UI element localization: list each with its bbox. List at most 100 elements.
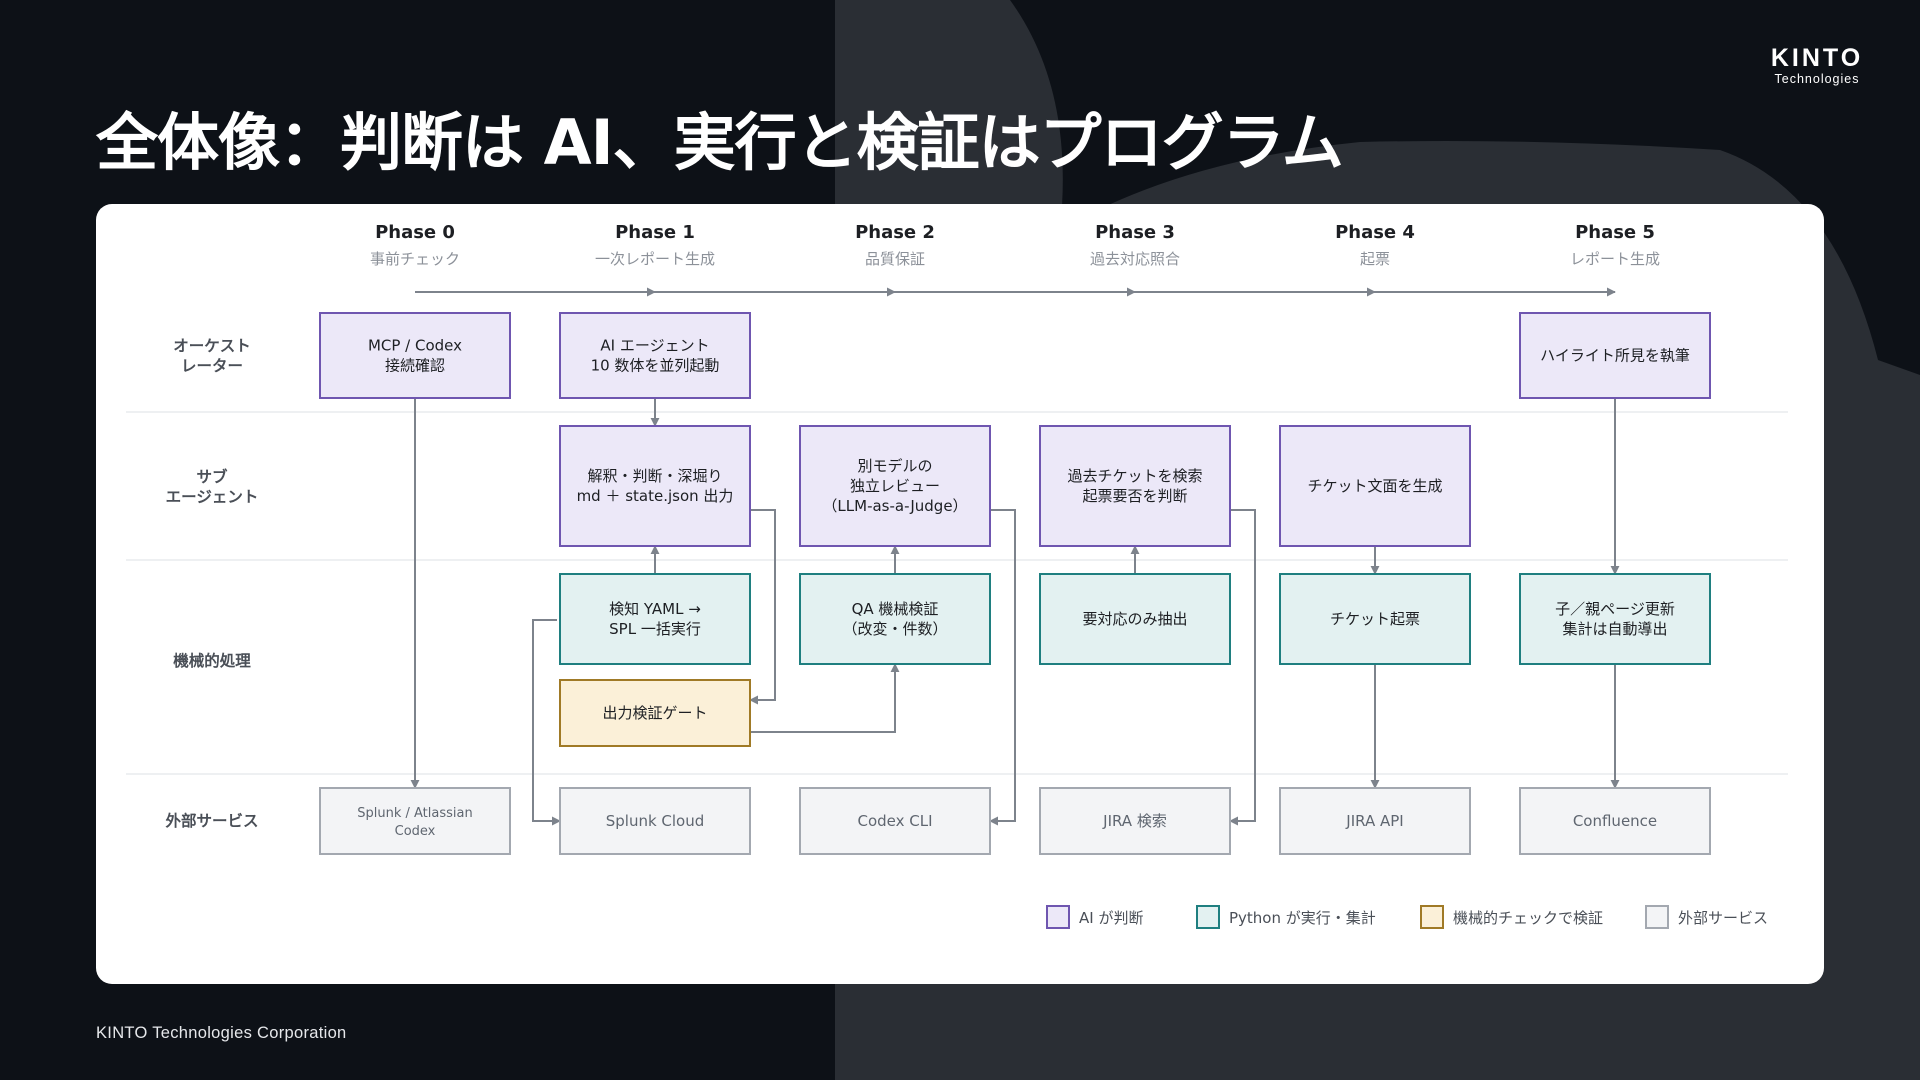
box-rect: [799, 573, 991, 665]
box-label: JIRA API: [1345, 812, 1403, 830]
box-label: MCP / Codex: [368, 337, 462, 355]
box-p4-ticket-create: チケット起票: [1279, 573, 1471, 665]
box-label: 接続確認: [385, 357, 445, 375]
box-ext-confluence: Confluence: [1519, 787, 1711, 855]
row-label-orchestrator: レーター: [181, 357, 243, 375]
page-title: 全体像：判断は AI、実行と検証はプログラム: [96, 106, 1344, 179]
box-rect: [559, 679, 751, 747]
box-rect: [799, 425, 991, 547]
box-rect: [1039, 787, 1231, 855]
box-label: 過去チケットを検索: [1067, 467, 1202, 485]
box-ext-splunk-cloud: Splunk Cloud: [559, 787, 751, 855]
box-label: Splunk / Atlassian: [357, 806, 472, 821]
box-p1-output-gate: 出力検証ゲート: [559, 679, 751, 747]
box-label: 集計は自動導出: [1562, 620, 1667, 638]
box-p1-ai-agent: AI エージェント 10 数体を並列起動: [559, 312, 751, 399]
legend-label: 機械的チェックで検証: [1453, 909, 1603, 927]
connector-arrow: [989, 509, 1016, 826]
row-label-external: 外部サービス: [165, 811, 258, 830]
box-rect: [559, 573, 751, 665]
legend-swatch: [1046, 905, 1070, 929]
phase-title: Phase 4: [1335, 222, 1415, 243]
connector-arrow: [532, 619, 561, 826]
box-label: Confluence: [1573, 812, 1657, 830]
box-label: Codex CLI: [857, 812, 932, 830]
row-label-subagent: サブ: [196, 467, 228, 486]
box-label: Codex: [395, 824, 436, 839]
box-rect: [1519, 787, 1711, 855]
phase-title: Phase 0: [375, 222, 455, 243]
phase-title: Phase 3: [1095, 222, 1175, 243]
box-rect: [799, 787, 991, 855]
legend-label: Python が実行・集計: [1229, 909, 1376, 927]
box-label: 出力検証ゲート: [602, 704, 707, 722]
box-rect: [1039, 425, 1231, 547]
box-rect: [559, 312, 751, 399]
box-label: 解釈・判断・深堀り: [587, 467, 722, 485]
phase-subtitle: 事前チェック: [370, 250, 460, 268]
box-label: SPL 一括実行: [609, 620, 701, 638]
logo-subtext: Technologies: [1774, 72, 1860, 86]
phase-subtitle: 起票: [1360, 250, 1390, 268]
connector-arrow: [750, 663, 900, 733]
box-ext-codex-cli: Codex CLI: [799, 787, 991, 855]
box-p0-mcp-check: MCP / Codex 接続確認: [319, 312, 511, 399]
legend-swatch: [1645, 905, 1669, 929]
box-p2-qa-check: QA 機械検証 （改変・件数）: [799, 573, 991, 665]
box-label: JIRA 検索: [1102, 812, 1167, 830]
legend-swatch: [1420, 905, 1444, 929]
box-label: 子／親ページ更新: [1555, 600, 1675, 618]
box-rect: [559, 425, 751, 547]
company-logo: KINTO Technologies: [1762, 44, 1872, 86]
box-p5-highlight: ハイライト所見を執筆: [1519, 312, 1711, 399]
box-label: 起票要否を判断: [1082, 487, 1187, 505]
box-rect: [1279, 425, 1471, 547]
box-label: QA 機械検証: [852, 600, 939, 618]
legend-item-external: 外部サービス: [1645, 905, 1768, 929]
box-rect: [1519, 573, 1711, 665]
legend-item-check: 機械的チェックで検証: [1420, 905, 1603, 929]
legend-swatch: [1196, 905, 1220, 929]
phase-title: Phase 2: [855, 222, 935, 243]
box-p3-extract: 要対応のみ抽出: [1039, 573, 1231, 665]
box-p1-spl-run: 検知 YAML → SPL 一括実行: [559, 573, 751, 665]
box-label: チケット起票: [1330, 610, 1420, 628]
logo-text: KINTO: [1770, 44, 1864, 72]
box-rect: [559, 787, 751, 855]
box-p4-ticket-text: チケット文面を生成: [1279, 425, 1471, 547]
box-label: 要対応のみ抽出: [1082, 610, 1187, 628]
box-label: Splunk Cloud: [606, 812, 705, 830]
box-label: 別モデルの: [857, 457, 932, 475]
box-ext-jira-search: JIRA 検索: [1039, 787, 1231, 855]
row-label-subagent: エージェント: [166, 488, 259, 506]
phase-subtitle: レポート生成: [1570, 250, 1660, 268]
legend-label: 外部サービス: [1678, 909, 1768, 927]
box-rect: [1279, 573, 1471, 665]
box-rect: [1279, 787, 1471, 855]
phase-subtitle: 品質保証: [865, 250, 925, 268]
box-rect: [319, 312, 511, 399]
phase-title: Phase 5: [1575, 222, 1655, 243]
box-label: チケット文面を生成: [1307, 477, 1442, 495]
box-rect: [1519, 312, 1711, 399]
phase-title: Phase 1: [615, 222, 695, 243]
footer-company: KINTO Technologies Corporation: [96, 1024, 347, 1042]
connector-arrow: [749, 509, 776, 705]
row-label-mechanical: 機械的処理: [173, 651, 251, 670]
connector-arrow: [1229, 509, 1256, 826]
legend-item-python: Python が実行・集計: [1196, 905, 1376, 929]
box-label: 独立レビュー: [850, 477, 940, 495]
box-label: AI エージェント: [600, 337, 709, 355]
box-rect: [319, 787, 511, 855]
box-label: 10 数体を並列起動: [591, 357, 720, 375]
box-label: 検知 YAML →: [609, 600, 701, 618]
box-label: （LLM-as-a-Judge）: [822, 497, 967, 515]
box-label: （改変・件数）: [842, 620, 947, 638]
